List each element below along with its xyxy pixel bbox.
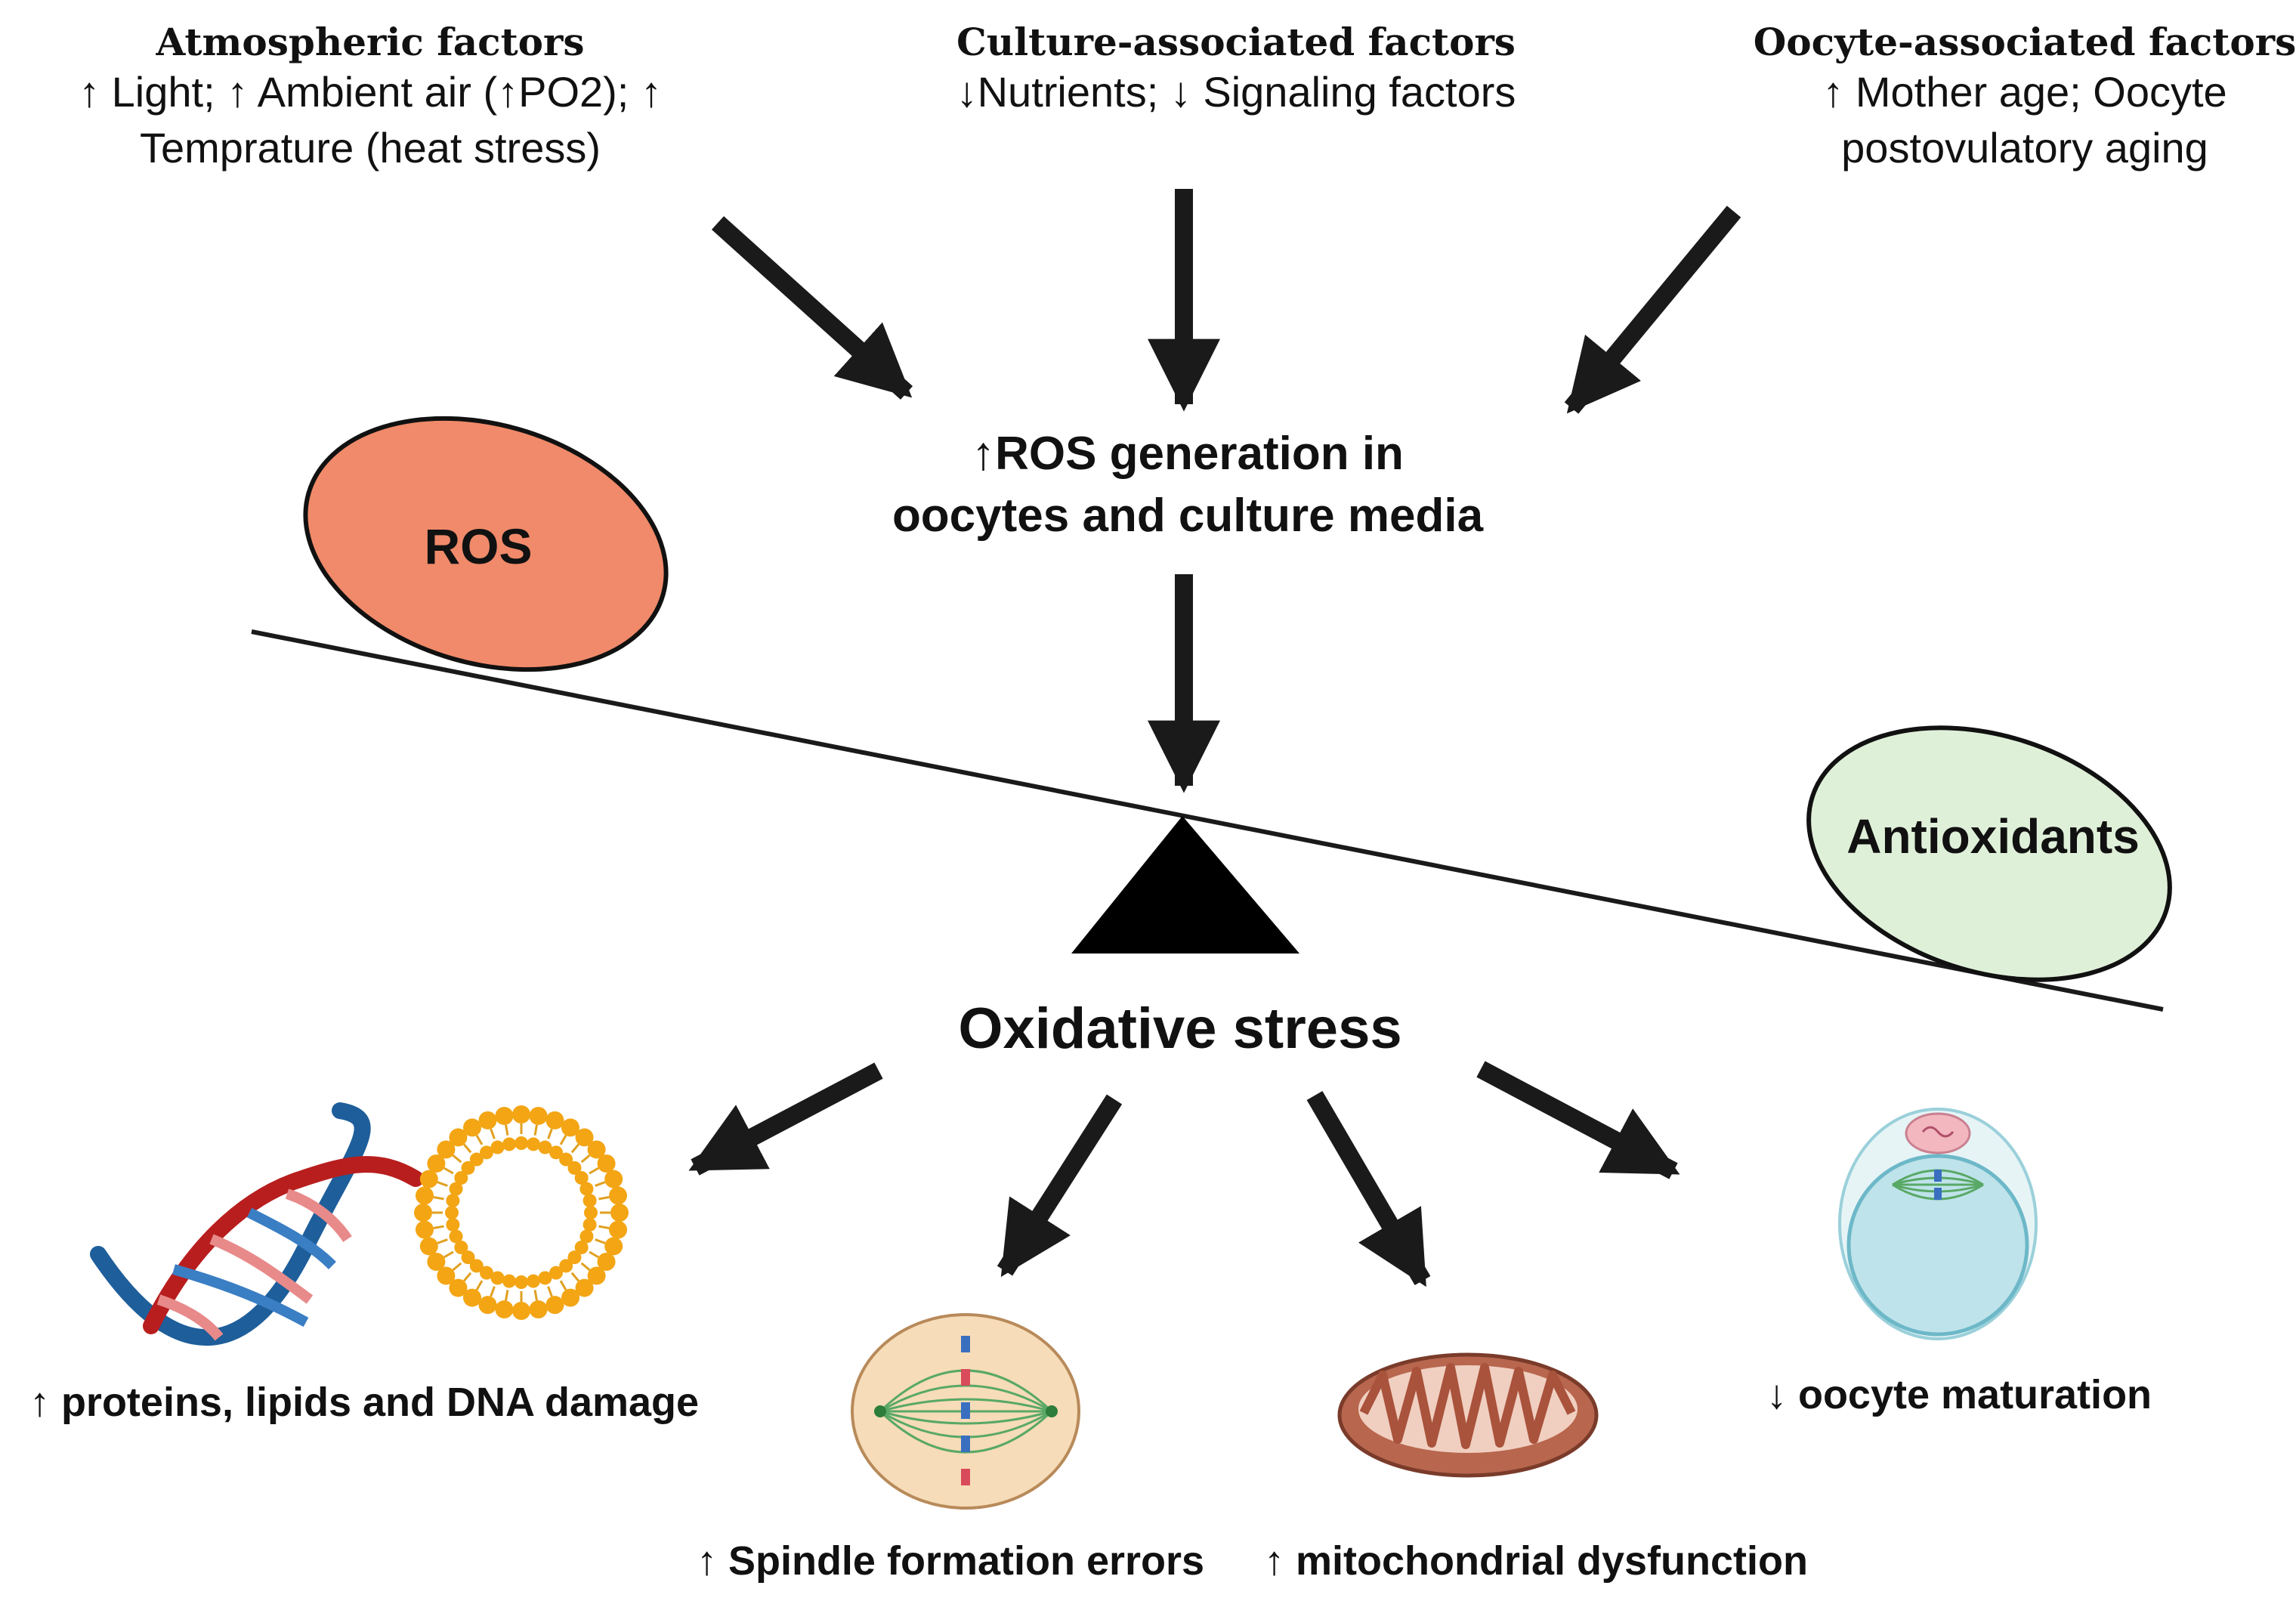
factor-line: ↑ Mother age; Oocyte: [1822, 68, 2227, 116]
arrow-oocyte: [1564, 206, 1741, 414]
factor-line: postovulatory aging: [1841, 124, 2208, 172]
factor-culture: Culture-associated factors ↓Nutrients; ↓…: [956, 20, 1516, 120]
liposome-icon: [414, 1105, 629, 1320]
factor-heading: Atmospheric factors: [156, 20, 585, 64]
mitochondrial-dysfunction-label: ↑ mitochondrial dysfunction: [1263, 1538, 1809, 1584]
ros-generation-label: ↑ROS generation in oocytes and culture m…: [892, 423, 1483, 547]
arrow-to-damage: [688, 1062, 883, 1176]
factor-line: ↓Nutrients; ↓ Signaling factors: [956, 68, 1516, 116]
arrow-to-maturation: [1476, 1061, 1680, 1179]
ros-ellipse: [303, 416, 669, 672]
oocyte-icon: [1838, 1108, 2038, 1340]
mitochondrion-icon: [1337, 1352, 1599, 1478]
dna-icon: [90, 1102, 424, 1346]
antioxidants-label: Antioxidants: [1846, 809, 2140, 864]
ros-label: ROS: [424, 518, 533, 574]
factor-line: Temprature (heat stress): [140, 124, 601, 172]
balance-fulcrum: [1071, 816, 1299, 953]
arrow-to-mitochondria: [1306, 1090, 1431, 1287]
factor-heading: Culture-associated factors: [956, 20, 1516, 64]
factor-line: ↑ Light; ↑ Ambient air (↑PO2); ↑: [79, 68, 662, 116]
ros-generation-line: ↑ROS generation in: [972, 428, 1404, 480]
spindle-errors-label: ↑ Spindle formation errors: [696, 1538, 1205, 1584]
arrow-to-spindle: [997, 1094, 1123, 1278]
oocyte-maturation-label: ↓ oocyte maturation: [1766, 1372, 2152, 1417]
antioxidants-ellipse: [1806, 725, 2172, 982]
arrow-atmospheric: [711, 216, 913, 400]
factor-atmospheric: Atmospheric factors ↑ Light; ↑ Ambient a…: [79, 20, 662, 176]
ros-generation-line: oocytes and culture media: [892, 490, 1484, 542]
spindle-cell-icon: [851, 1313, 1080, 1510]
factor-oocyte: Oocyte-associated factors ↑ Mother age; …: [1754, 20, 2296, 176]
damage-label: ↑ proteins, lipids and DNA damage: [29, 1380, 700, 1425]
factor-heading: Oocyte-associated factors: [1753, 20, 2296, 64]
oxidative-stress-label: Oxidative stress: [958, 997, 1402, 1061]
balance-beam: [251, 629, 2164, 1012]
